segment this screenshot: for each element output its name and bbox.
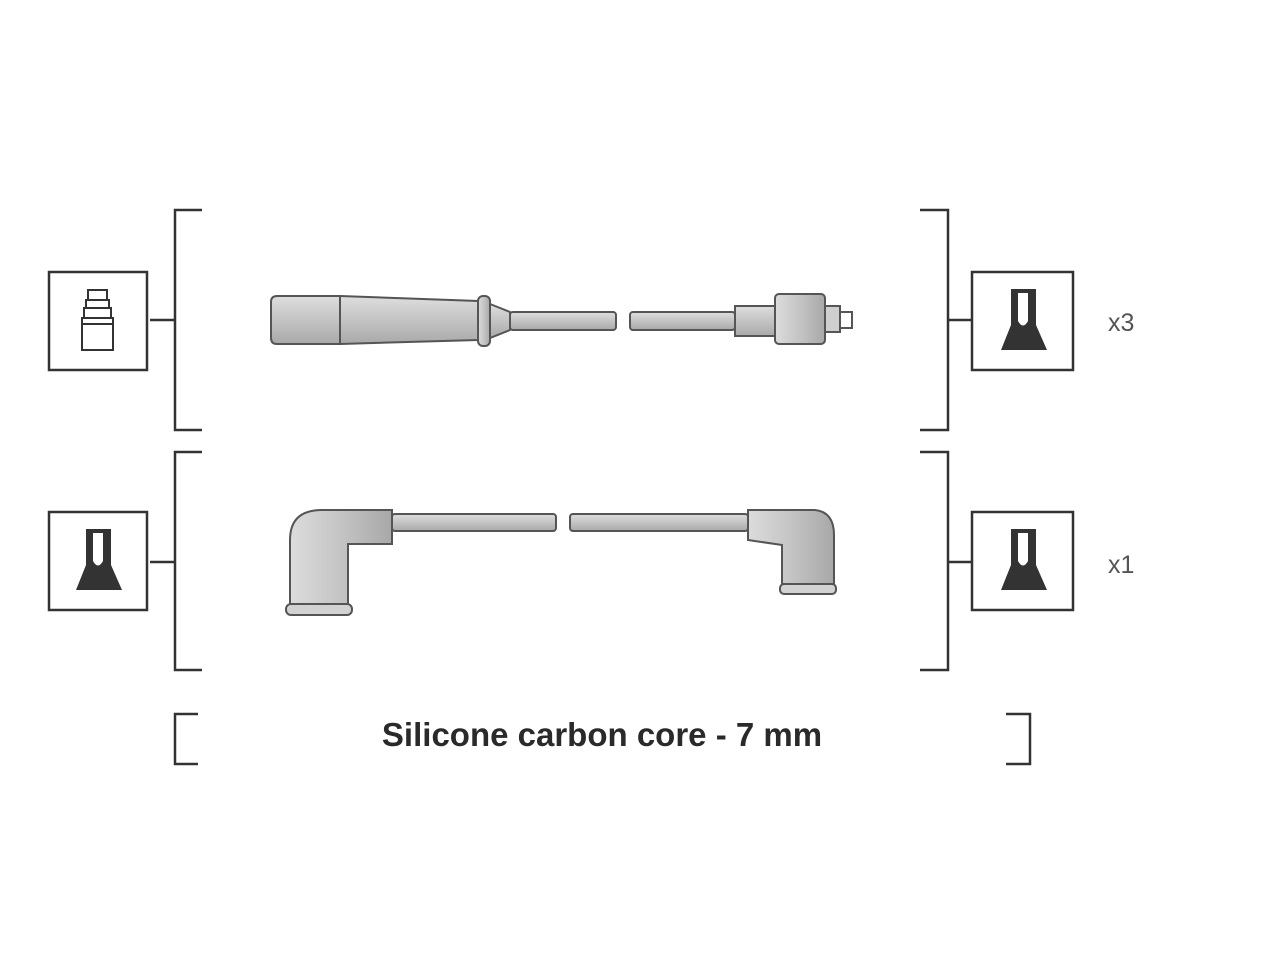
quantity-label-row-1: x3 <box>1108 309 1134 337</box>
coil-terminal-icon <box>47 510 149 612</box>
quantity-label-row-2: x1 <box>1108 551 1134 579</box>
left-bracket-row-1 <box>150 208 202 432</box>
left-bracket-row-2 <box>150 450 202 672</box>
lead-row-1: x3 <box>47 208 1134 432</box>
spec-bracket <box>173 712 1032 766</box>
coil-terminal-icon <box>970 270 1075 372</box>
right-bracket-row-2 <box>920 450 972 672</box>
cable-spec-label: Silicone carbon core - 7 mm <box>381 716 823 753</box>
spark-plug-terminal-icon <box>47 270 149 372</box>
right-bracket-row-1 <box>920 208 972 432</box>
coil-terminal-icon <box>970 510 1075 612</box>
lead-row-2: x1 <box>47 450 1134 672</box>
angled-lead <box>285 509 837 616</box>
straight-lead <box>270 293 853 347</box>
